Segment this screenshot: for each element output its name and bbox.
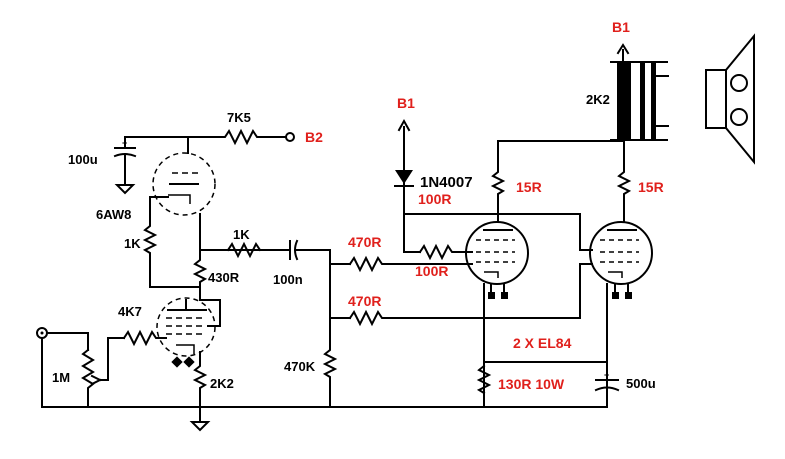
label-1m: 1M [52,370,70,385]
diode-1n4007 [394,159,593,253]
label-130r: 130R 10W [498,376,565,392]
volume-pot [81,337,125,408]
label-6aw8: 6AW8 [96,207,131,222]
resistor-470r-a [348,255,473,273]
label-100n: 100n [273,272,303,287]
label-2x-el84: 2 X EL84 [513,335,572,351]
label-15r-a: 15R [516,179,542,195]
label-470k: 470K [284,359,316,374]
resistor-470r-b [348,263,593,327]
label-b1-mid: B1 [397,95,415,111]
resistor-130r [476,364,492,395]
label-1n4007: 1N4007 [420,174,473,191]
output-transformer [610,61,669,141]
resistor-1k-left [142,196,201,288]
resistor-470k [322,317,338,408]
svg-text:+: + [122,138,127,148]
label-xfmr-2k2: 2K2 [586,92,610,107]
label-b2: B2 [305,129,323,145]
capacitor-100n [289,239,351,265]
resistor-7k5 [187,128,295,146]
label-2k2-cathode: 2K2 [210,376,234,391]
resistor-4k7 [122,329,163,347]
label-b1-top: B1 [612,19,630,35]
speaker-icon [705,33,755,165]
svg-text:+: + [604,370,609,380]
label-430r: 430R [208,270,240,285]
label-15r-b: 15R [638,179,664,195]
input-jack [36,327,89,408]
resistor-430r [192,249,208,301]
label-100r-a: 100R [418,191,451,207]
label-4k7: 4K7 [118,304,142,319]
label-1k-mid: 1K [233,227,250,242]
label-100r-b: 100R [415,263,448,279]
label-7k5: 7K5 [227,110,251,125]
label-100u: 100u [68,152,98,167]
capacitor-500u: + [594,370,620,392]
resistor-15r-b [616,140,632,223]
splitter-wire [329,263,351,319]
label-470r-b: 470R [348,293,381,309]
resistor-100r-b [418,243,473,261]
label-470r-a: 470R [348,234,381,250]
b1-arrow-top [616,43,630,63]
label-1k-left: 1K [124,236,141,251]
tube-6aw8-triode [149,152,216,216]
resistor-2k2-cathode [189,351,211,432]
label-500u: 500u [626,376,656,391]
resistor-1k-mid [226,241,262,259]
tube-6aw8-pentode [156,297,221,368]
resistor-15r-a [490,140,625,223]
b1-arrow-mid [397,118,411,161]
